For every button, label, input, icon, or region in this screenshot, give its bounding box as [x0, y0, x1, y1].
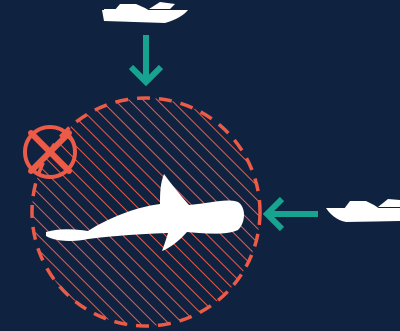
speedboat-icon	[326, 199, 400, 222]
speedboat-icon	[102, 2, 188, 23]
arrow-left-icon	[267, 199, 318, 229]
arrow-down-icon	[131, 35, 161, 82]
